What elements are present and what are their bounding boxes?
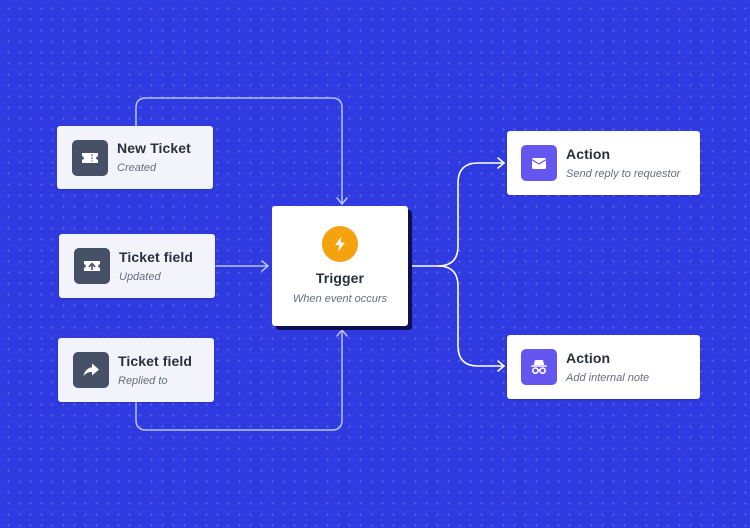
source-node-ticket-field-replied[interactable]: Ticket field Replied to: [58, 338, 214, 402]
source-title: Ticket field: [119, 248, 194, 265]
mail-icon: [521, 145, 557, 181]
action-title: Action: [566, 349, 611, 366]
source-subtitle: Updated: [119, 270, 161, 283]
source-node-new-ticket[interactable]: New Ticket Created: [57, 126, 213, 189]
action-subtitle: Add internal note: [566, 371, 650, 384]
reply-arrow-icon: [73, 352, 109, 388]
source-title: New Ticket: [117, 140, 191, 156]
source-node-ticket-field-updated[interactable]: Ticket field Updated: [59, 234, 215, 298]
connector-arrowhead: [261, 260, 269, 272]
trigger-node[interactable]: Trigger When event occurs: [272, 206, 408, 326]
trigger-subtitle: When event occurs: [292, 293, 388, 305]
ticket-icon: [72, 139, 108, 176]
connector-trigger-to-action-note: [437, 265, 505, 367]
connector-new-ticket-to-trigger: [135, 97, 343, 205]
action-subtitle: Send reply to requestor: [566, 167, 681, 180]
lightning-bolt-icon: [322, 226, 358, 262]
source-subtitle: Created: [117, 162, 157, 174]
action-node-send-reply[interactable]: Action Send reply to requestor: [507, 131, 700, 195]
trigger-title: Trigger: [315, 270, 365, 286]
action-node-internal-note[interactable]: Action Add internal note: [507, 335, 700, 399]
action-title: Action: [566, 145, 611, 162]
connector-arrowhead: [336, 197, 348, 205]
source-title: Ticket field: [118, 352, 193, 369]
connector-arrowhead: [497, 360, 505, 372]
connector-arrowhead: [497, 157, 505, 169]
connector-trigger-to-action-reply: [437, 162, 505, 267]
source-subtitle: Replied to: [118, 374, 168, 387]
ticket-upload-icon: [74, 248, 110, 284]
incognito-icon: [521, 349, 557, 385]
connector-arrowhead: [336, 329, 348, 337]
connector-ticket-replied-to-trigger: [135, 329, 343, 431]
